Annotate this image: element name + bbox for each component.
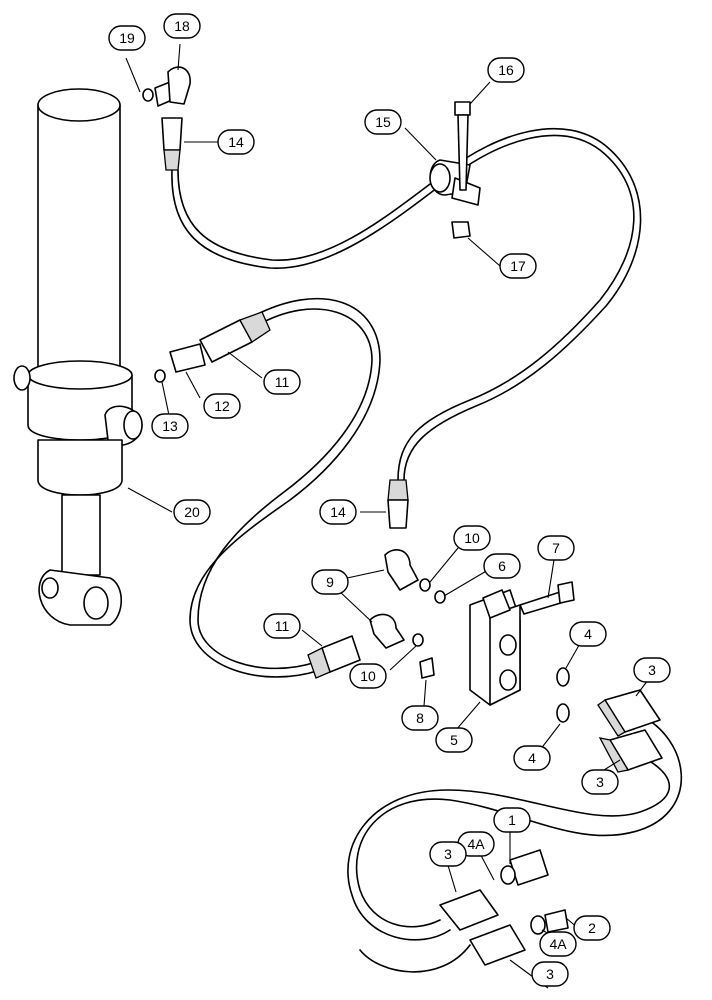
hose-top — [171, 134, 635, 481]
svg-text:4A: 4A — [549, 936, 567, 952]
top-fittings — [142, 66, 191, 171]
callout-7: 7 — [537, 535, 575, 561]
couplers-lower — [439, 849, 569, 966]
callout-11-lower: 11 — [263, 613, 301, 639]
svg-text:17: 17 — [510, 258, 526, 274]
hose-lower-a — [355, 714, 683, 928]
callout-10-lower: 10 — [349, 663, 387, 689]
svg-text:19: 19 — [119, 30, 135, 46]
callout-9: 9 — [311, 569, 349, 595]
callout-19: 19 — [108, 25, 146, 51]
couplers-upper — [597, 689, 663, 773]
callout-13: 13 — [151, 413, 189, 439]
callouts: 19 18 14 15 16 17 11 12 13 20 14 10 7 9 … — [108, 13, 671, 987]
svg-text:4: 4 — [528, 750, 536, 766]
svg-text:16: 16 — [498, 62, 514, 78]
svg-text:8: 8 — [416, 710, 424, 726]
svg-text:11: 11 — [275, 374, 290, 390]
svg-text:13: 13 — [162, 418, 178, 434]
svg-text:11: 11 — [275, 618, 290, 634]
svg-text:3: 3 — [596, 774, 604, 790]
callout-3-mid: 3 — [581, 769, 619, 795]
svg-text:4A: 4A — [467, 836, 485, 852]
svg-text:9: 9 — [326, 574, 334, 590]
o-ring-19 — [142, 88, 154, 102]
callout-4A-upper: 4A — [457, 831, 495, 857]
valve-body — [419, 581, 575, 706]
callout-11-top: 11 — [263, 369, 301, 395]
svg-text:15: 15 — [375, 114, 391, 130]
callout-10-top: 10 — [453, 525, 491, 551]
hose-11-loop — [189, 297, 381, 678]
callout-2: 2 — [573, 915, 611, 941]
svg-text:14: 14 — [330, 504, 346, 520]
svg-text:20: 20 — [184, 504, 200, 520]
callout-14-mid: 14 — [319, 499, 357, 525]
callout-4A-lower: 4A — [539, 931, 577, 957]
callout-6: 6 — [483, 553, 521, 579]
svg-text:10: 10 — [360, 668, 376, 684]
hydraulic-cylinder — [13, 88, 143, 626]
mid-fittings — [154, 311, 271, 383]
callout-5: 5 — [435, 727, 473, 753]
callout-15: 15 — [364, 109, 402, 135]
svg-text:3: 3 — [648, 662, 656, 678]
hose-end-14-top — [161, 117, 183, 151]
leader-lines — [125, 43, 649, 989]
callout-14-top: 14 — [217, 129, 255, 155]
lower-hose-end — [387, 479, 409, 529]
hose-top-outer — [177, 127, 642, 481]
callout-20: 20 — [173, 499, 211, 525]
svg-text:6: 6 — [498, 558, 506, 574]
callout-3-bottom: 3 — [531, 961, 569, 987]
callout-4-lower: 4 — [513, 745, 551, 771]
hose-11-loop-inner — [197, 308, 373, 670]
callout-3-lower-left: 3 — [429, 841, 467, 867]
callout-12: 12 — [203, 393, 241, 419]
svg-text:4: 4 — [584, 626, 592, 642]
callout-8: 8 — [401, 705, 439, 731]
hose-lower-c — [359, 944, 471, 973]
callout-3-upper: 3 — [633, 657, 671, 683]
svg-text:2: 2 — [588, 920, 596, 936]
callout-17: 17 — [499, 253, 537, 279]
hose-lower-b — [347, 759, 670, 941]
hoses — [171, 127, 683, 973]
svg-text:5: 5 — [450, 732, 458, 748]
callout-16: 16 — [487, 57, 525, 83]
svg-text:10: 10 — [464, 530, 480, 546]
svg-text:7: 7 — [552, 540, 560, 556]
callout-18: 18 — [163, 13, 201, 39]
svg-text:3: 3 — [444, 846, 452, 862]
svg-text:12: 12 — [214, 398, 230, 414]
callout-4-upper: 4 — [569, 621, 607, 647]
clamp-assembly — [429, 101, 481, 239]
svg-text:3: 3 — [546, 966, 554, 982]
svg-text:1: 1 — [508, 812, 516, 828]
svg-text:14: 14 — [228, 134, 244, 150]
callout-1: 1 — [493, 807, 531, 833]
elbow-fittings — [307, 549, 446, 679]
svg-text:18: 18 — [174, 18, 190, 34]
